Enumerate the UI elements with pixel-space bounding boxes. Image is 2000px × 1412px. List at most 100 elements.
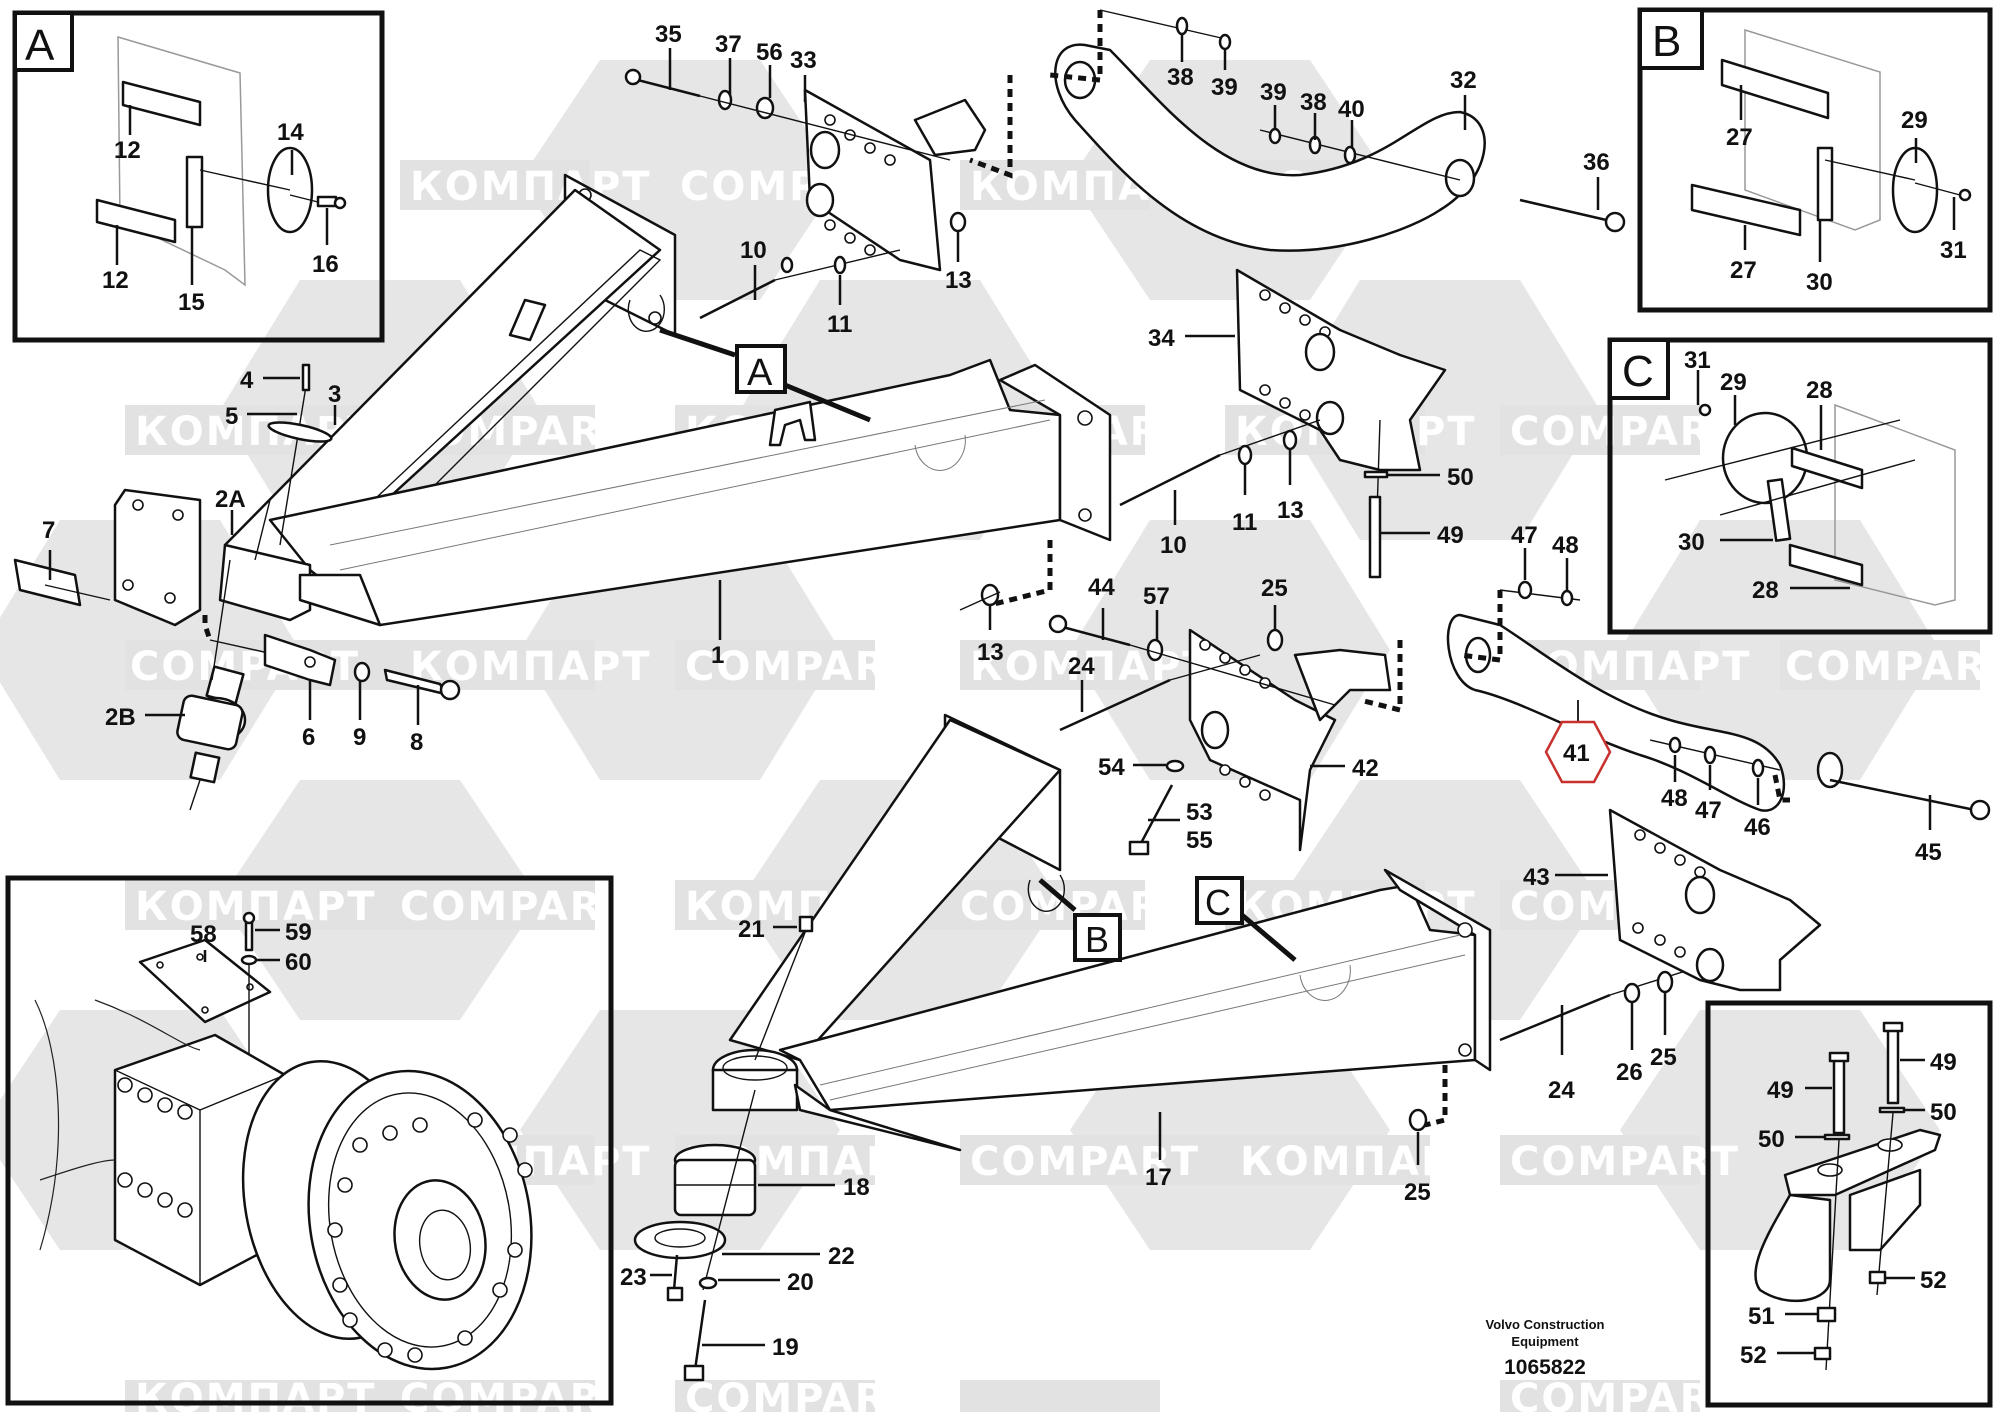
callout-43[interactable]: 43 — [1523, 864, 1550, 891]
callout-39[interactable]: 39 — [1211, 74, 1238, 101]
callout-1[interactable]: 1 — [711, 642, 724, 669]
callout-39[interactable]: 39 — [1260, 79, 1287, 106]
callout-30[interactable]: 30 — [1678, 529, 1705, 556]
callout-56[interactable]: 56 — [756, 39, 783, 66]
callout-10[interactable]: 10 — [1160, 532, 1187, 559]
callout-52[interactable]: 52 — [1740, 1342, 1767, 1369]
callout-6[interactable]: 6 — [302, 724, 315, 751]
a-frame-upper[interactable] — [218, 173, 1112, 627]
callout-13[interactable]: 13 — [1277, 497, 1304, 524]
callout-42[interactable]: 42 — [1352, 755, 1379, 782]
callout-40[interactable]: 40 — [1338, 96, 1365, 123]
callout-29[interactable]: 29 — [1901, 107, 1928, 134]
callout-21[interactable]: 21 — [738, 916, 765, 943]
torque-rod-41[interactable] — [1446, 580, 1991, 821]
callout-8[interactable]: 8 — [410, 729, 423, 756]
callout-57[interactable]: 57 — [1143, 583, 1170, 610]
callout-38[interactable]: 38 — [1167, 64, 1194, 91]
callout-54[interactable]: 54 — [1098, 754, 1125, 781]
callout-28[interactable]: 28 — [1806, 377, 1833, 404]
pivot-bracket-7-group[interactable] — [13, 363, 461, 811]
callout-45[interactable]: 45 — [1915, 839, 1942, 866]
callout-24[interactable]: 24 — [1068, 653, 1095, 680]
bracket-34-group[interactable] — [959, 268, 1447, 611]
highlight-hexagon[interactable] — [1544, 720, 1612, 784]
callout-27[interactable]: 27 — [1730, 257, 1757, 284]
callout-25[interactable]: 25 — [1261, 575, 1288, 602]
detail-view-hub[interactable]: 58 59 60 — [5, 875, 614, 1406]
callout-59[interactable]: 59 — [285, 919, 312, 946]
view-ref-a[interactable]: A — [659, 327, 871, 423]
callout-29[interactable]: 29 — [1720, 369, 1747, 396]
bracket-33-group[interactable] — [624, 68, 1013, 320]
callout-55[interactable]: 55 — [1186, 827, 1213, 854]
callout-31[interactable]: 31 — [1684, 347, 1711, 374]
callout-28[interactable]: 28 — [1752, 577, 1779, 604]
callout-13[interactable]: 13 — [977, 639, 1004, 666]
callout-31[interactable]: 31 — [1940, 237, 1967, 264]
callout-5[interactable]: 5 — [225, 403, 238, 430]
callout-52[interactable]: 52 — [1920, 1267, 1947, 1294]
callout-44[interactable]: 44 — [1088, 574, 1115, 601]
callout-22[interactable]: 22 — [828, 1243, 855, 1270]
callout-48[interactable]: 48 — [1661, 785, 1688, 812]
callout-2A[interactable]: 2A — [215, 486, 246, 513]
callout-24[interactable]: 24 — [1548, 1077, 1575, 1104]
callout-37[interactable]: 37 — [715, 31, 742, 58]
callout-16[interactable]: 16 — [312, 251, 339, 278]
callout-41[interactable]: 41 — [1563, 740, 1590, 767]
callout-53[interactable]: 53 — [1186, 799, 1213, 826]
callout-50[interactable]: 50 — [1758, 1126, 1785, 1153]
detail-view-a[interactable]: A 12 12 14 15 16 — [12, 10, 385, 343]
callout-20[interactable]: 20 — [787, 1269, 814, 1296]
detail-view-bracket[interactable]: 49 49 50 50 51 52 52 — [1705, 1000, 1993, 1408]
callout-11[interactable]: 11 — [827, 311, 852, 338]
callout-26[interactable]: 26 — [1616, 1059, 1643, 1086]
callout-10[interactable]: 10 — [740, 237, 767, 264]
callout-49[interactable]: 49 — [1437, 522, 1464, 549]
callout-33[interactable]: 33 — [790, 47, 817, 74]
callout-32[interactable]: 32 — [1450, 67, 1477, 94]
callout-12[interactable]: 12 — [102, 267, 129, 294]
callout-19[interactable]: 19 — [772, 1334, 799, 1361]
callout-50[interactable]: 50 — [1447, 464, 1474, 491]
callout-35[interactable]: 35 — [655, 21, 682, 48]
callout-15[interactable]: 15 — [178, 289, 205, 316]
bracket-42-group[interactable] — [1048, 614, 1403, 856]
callout-30[interactable]: 30 — [1806, 269, 1833, 296]
callout-60[interactable]: 60 — [285, 949, 312, 976]
callout-47[interactable]: 47 — [1511, 522, 1538, 549]
callout-34[interactable]: 34 — [1148, 325, 1175, 352]
callout-25[interactable]: 25 — [1650, 1044, 1677, 1071]
callout-11[interactable]: 11 — [1232, 509, 1257, 536]
callout-49[interactable]: 49 — [1930, 1049, 1957, 1076]
callout-23[interactable]: 23 — [620, 1264, 647, 1291]
callout-12[interactable]: 12 — [114, 137, 141, 164]
callout-27[interactable]: 27 — [1726, 124, 1753, 151]
view-ref-c[interactable]: C — [1195, 876, 1297, 962]
callout-58[interactable]: 58 — [190, 921, 217, 948]
callout-38[interactable]: 38 — [1300, 89, 1327, 116]
callout-2B[interactable]: 2B — [105, 704, 136, 731]
callout-7[interactable]: 7 — [42, 517, 55, 544]
callout-4[interactable]: 4 — [240, 367, 254, 394]
callout-50[interactable]: 50 — [1930, 1099, 1957, 1126]
callout-18[interactable]: 18 — [843, 1174, 870, 1201]
callout-9[interactable]: 9 — [353, 724, 366, 751]
view-ref-b[interactable]: B — [1038, 878, 1122, 962]
detail-view-c[interactable]: C 31 29 28 30 28 — [1607, 337, 1993, 635]
callout-13[interactable]: 13 — [945, 267, 972, 294]
bracket-43-group[interactable] — [1608, 808, 1822, 992]
callout-47[interactable]: 47 — [1695, 797, 1722, 824]
callout-46[interactable]: 46 — [1744, 814, 1771, 841]
torque-rod-32[interactable] — [1049, 9, 1626, 252]
callout-17[interactable]: 17 — [1145, 1164, 1172, 1191]
detail-view-b[interactable]: B 27 27 29 30 31 — [1637, 7, 1993, 313]
callout-48[interactable]: 48 — [1552, 532, 1579, 559]
callout-49[interactable]: 49 — [1767, 1077, 1794, 1104]
callout-36[interactable]: 36 — [1583, 149, 1610, 176]
callout-51[interactable]: 51 — [1748, 1303, 1775, 1330]
a-frame-lower[interactable] — [633, 713, 1721, 1382]
callout-3[interactable]: 3 — [328, 381, 341, 408]
callout-25[interactable]: 25 — [1404, 1179, 1431, 1206]
